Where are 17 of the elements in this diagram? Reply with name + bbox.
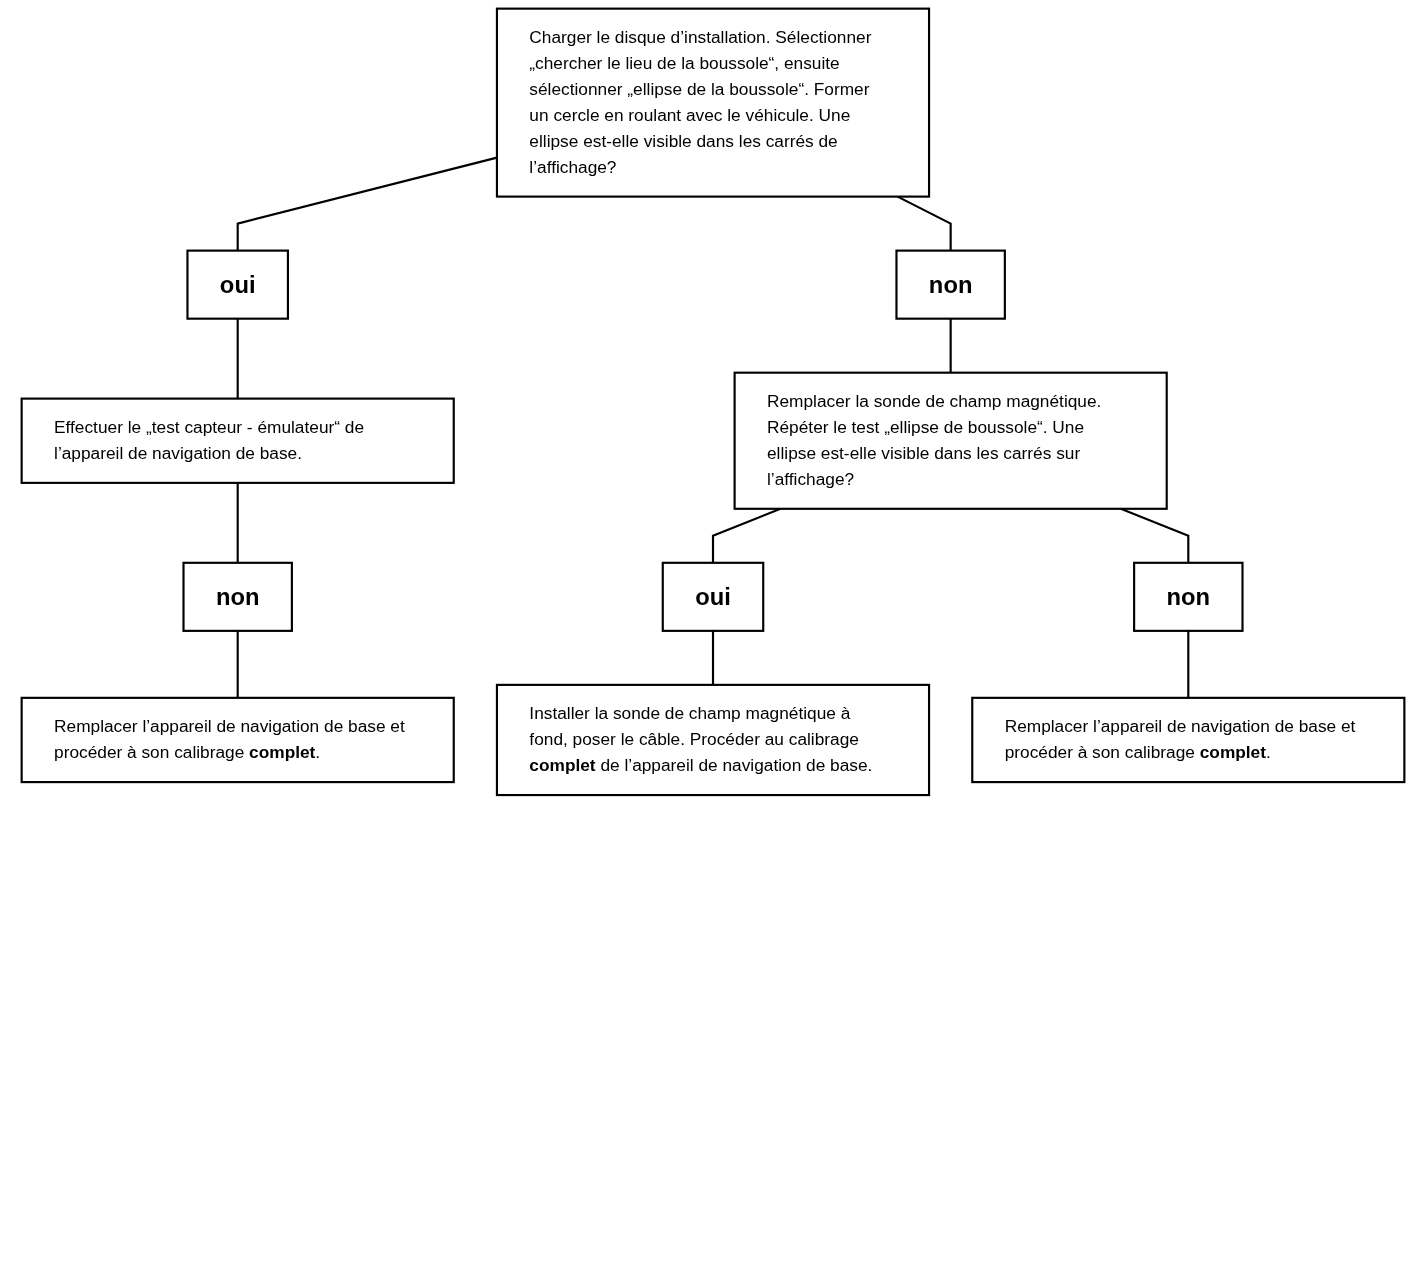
connector [236, 630, 239, 698]
connector [711, 630, 715, 685]
node-box: Remplacer l’appareil de navigation de base et procéder à son calibrage complet. [20, 696, 455, 784]
node-box: Remplacer la sonde de champ magnétique. Répéter le test „ellipse de boussole“. Une ellipse est-elle visible dans les carrés sur l’affichage? [733, 371, 1168, 510]
node-box: oui [661, 561, 765, 632]
node-box: oui [186, 249, 289, 320]
node-box: non [895, 249, 1006, 320]
connector [1187, 630, 1190, 698]
connector [949, 318, 952, 373]
connector [236, 482, 239, 563]
node-box: Installer la sonde de champ magnétique à fond, poser le câble. Procéder au calibrage complet de l’appareil de navigation de base. [495, 683, 931, 797]
node-box: Effectuer le „test capteur - émulateur“ de l’appareil de navigation de base. [20, 397, 455, 484]
node-box: Charger le disque d’installation. Sélectionner „chercher le lieu de la boussole“, ensuite sélectionner „ellipse de la boussole“. Former un cercle en roulant avec le véhicule. Une ellipse est-elle visible dans les carrés de l’affichage? [495, 7, 931, 198]
connector [236, 318, 239, 399]
node-box: Remplacer l’appareil de navigation de base et procéder à son calibrage complet. [971, 696, 1406, 784]
node-box: non [1133, 561, 1244, 632]
node-box: non [182, 561, 293, 632]
